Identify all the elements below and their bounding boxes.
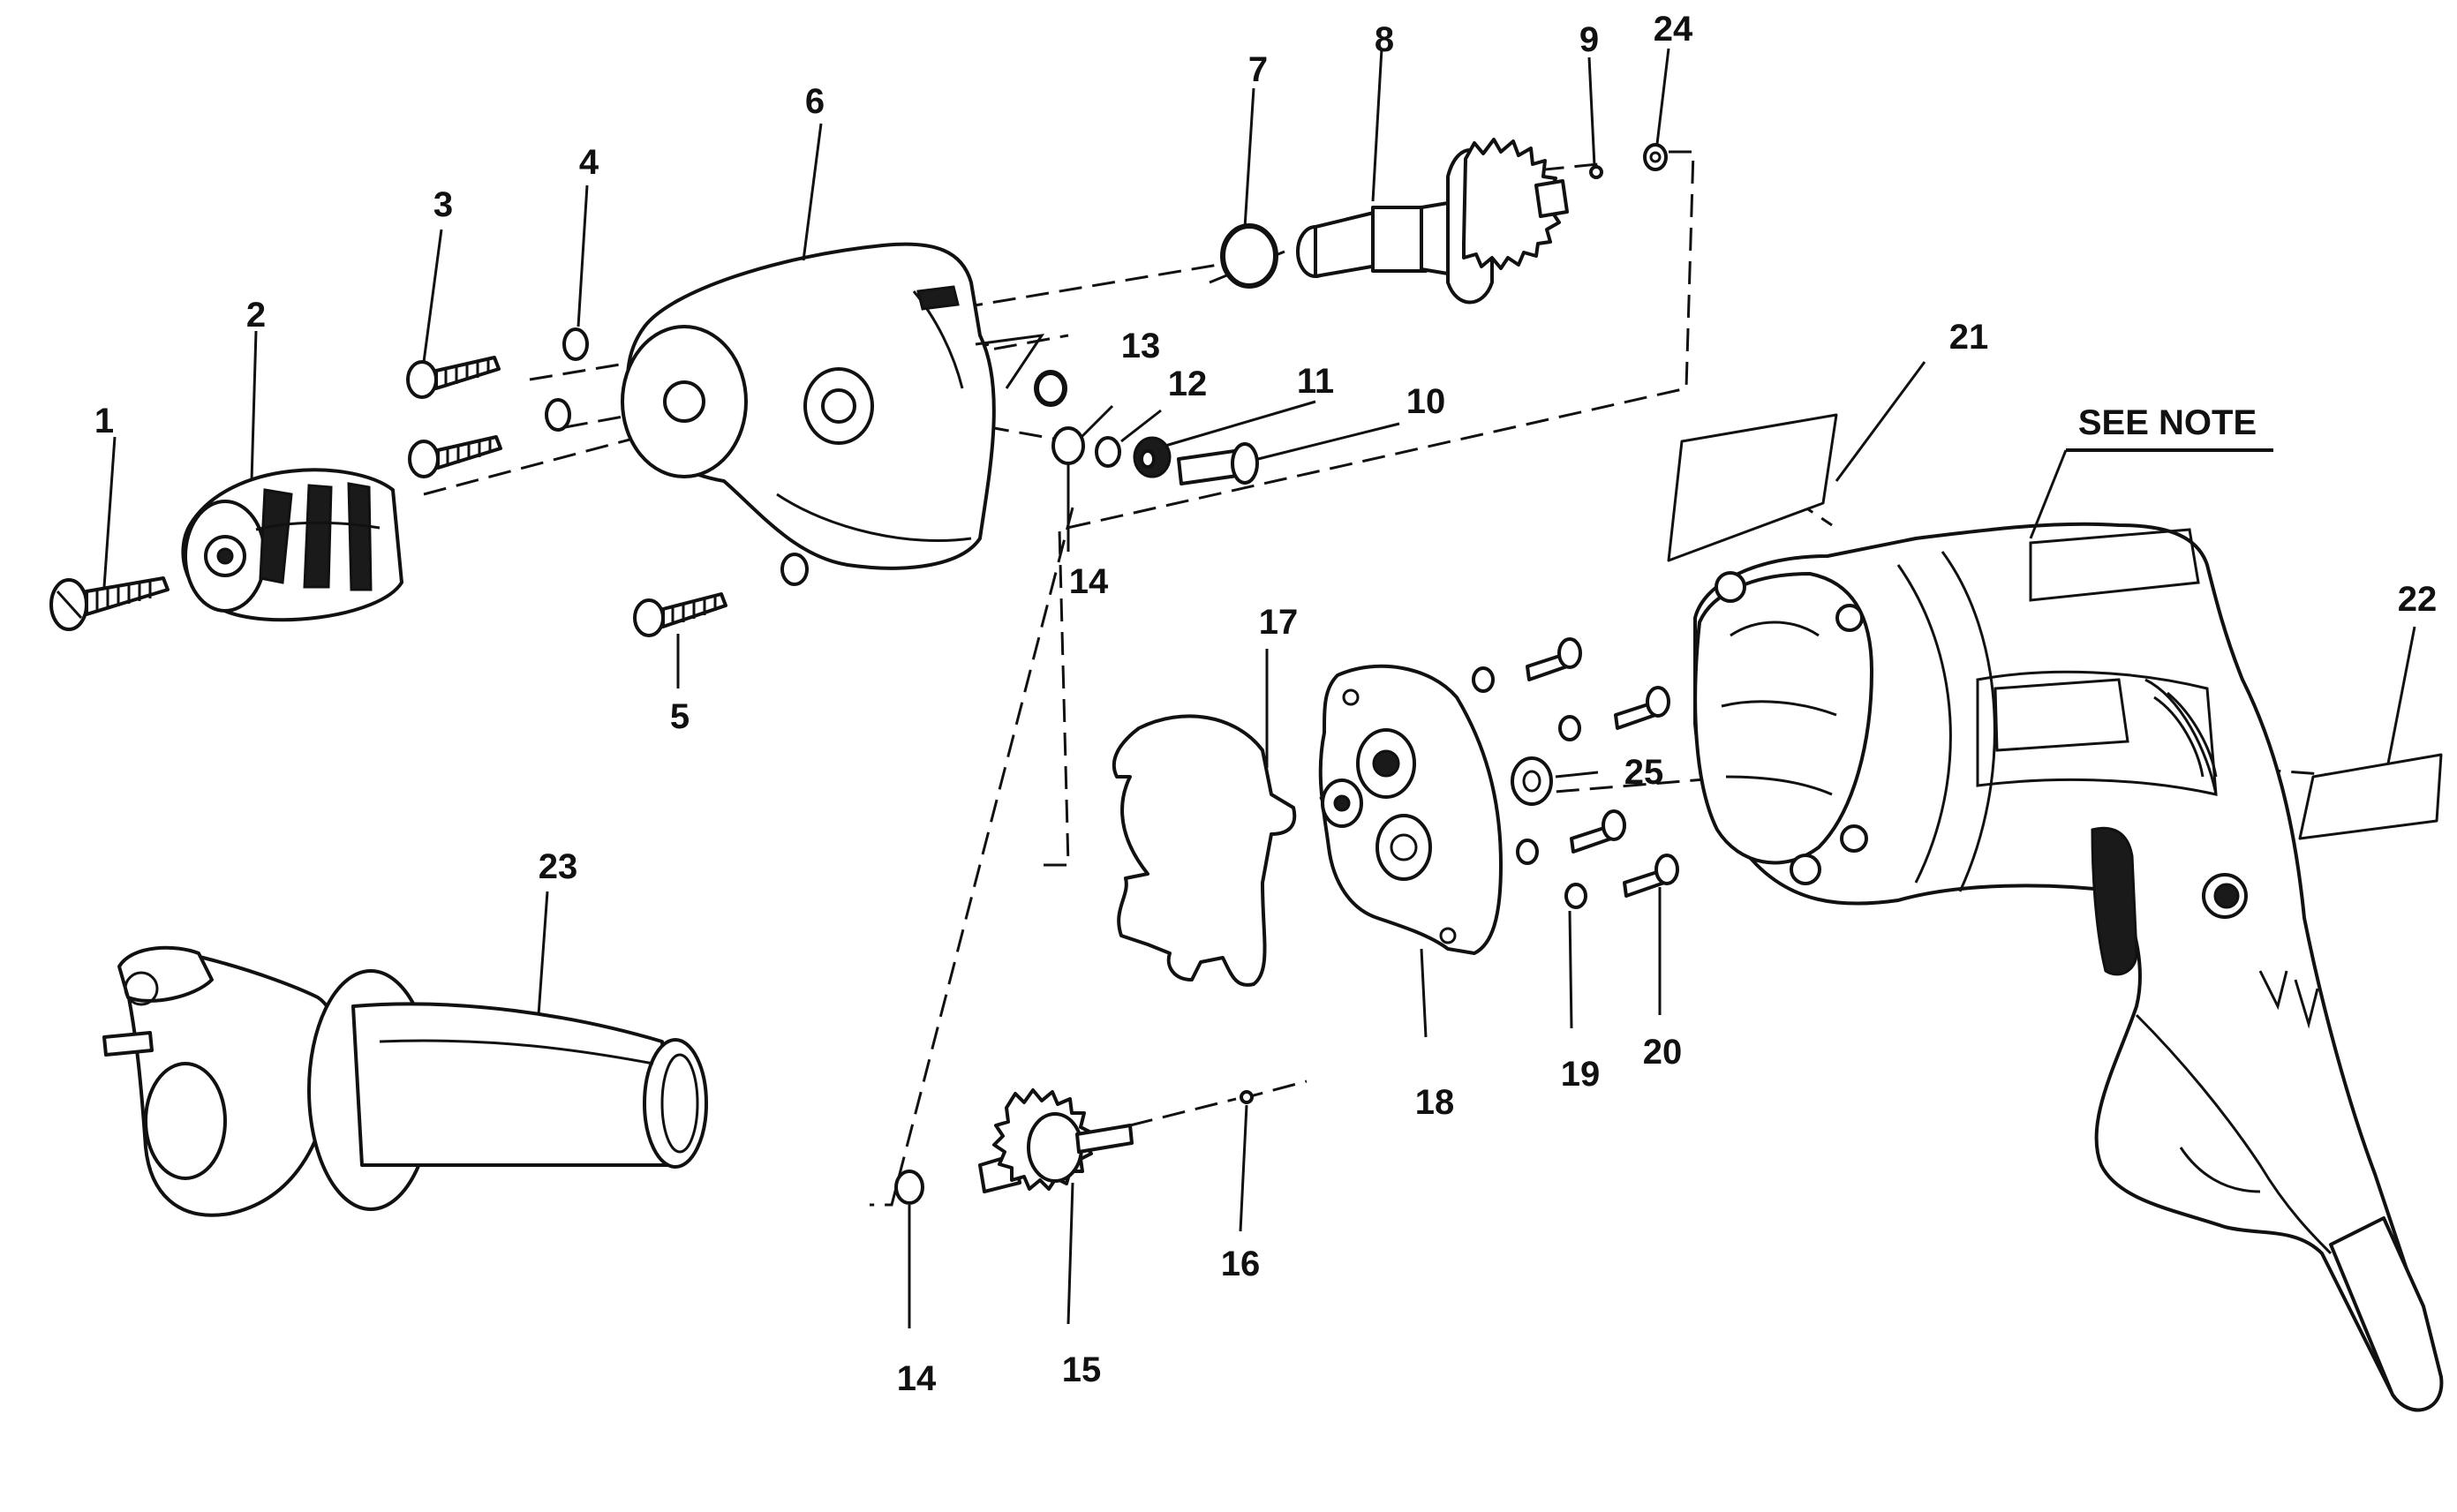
- part-15-gear: [978, 1088, 1134, 1193]
- part-14-washer-top: [1051, 426, 1085, 465]
- part-7-ring: [1220, 223, 1278, 289]
- callout-20: 20: [1643, 1033, 1683, 1072]
- part-12-washer: [1095, 436, 1121, 468]
- drill-body: [1693, 522, 2444, 1412]
- callout-9: 9: [1579, 20, 1599, 59]
- callout-1: 1: [94, 402, 114, 440]
- part-19-washers: [1472, 666, 1587, 909]
- callout-18: 18: [1415, 1083, 1455, 1122]
- part-4-washers: [545, 327, 809, 586]
- callout-8: 8: [1375, 20, 1394, 59]
- callout-5: 5: [670, 697, 690, 736]
- part-14-washer-bottom: [894, 1170, 924, 1205]
- callout-23: 23: [539, 847, 578, 886]
- callout-4: 4: [579, 143, 599, 182]
- part-1-screw: [49, 576, 170, 631]
- part-11-spring: [1133, 436, 1172, 478]
- part-22-label: [2298, 753, 2443, 840]
- callout-12: 12: [1168, 365, 1208, 403]
- see-note-label: SEE NOTE: [2078, 403, 2257, 442]
- leader-lines: [102, 48, 2416, 1328]
- part-21-label: [1667, 413, 1838, 562]
- callout-10: 10: [1406, 382, 1446, 421]
- callout-14-top: 14: [1069, 562, 1109, 601]
- part-13-bearing: [1034, 370, 1067, 407]
- part-10-pin: [1177, 442, 1259, 485]
- callout-13: 13: [1121, 327, 1161, 365]
- part-6-gear-housing: [621, 242, 1045, 570]
- part-5-screw: [633, 592, 727, 637]
- callout-15: 15: [1062, 1350, 1102, 1389]
- callout-17: 17: [1259, 603, 1299, 642]
- part-17-gasket: [1112, 714, 1297, 987]
- callout-25: 25: [1624, 753, 1664, 792]
- callout-2: 2: [246, 296, 266, 335]
- part-24-washer: [1643, 143, 1668, 171]
- callout-21: 21: [1949, 318, 1989, 357]
- callout-6: 6: [805, 82, 825, 121]
- callout-labels: 1 2 3 4 5 6 7 8 9 24 13 12 11 10 14 17 2…: [94, 10, 2437, 1398]
- part-8-spindle: [1296, 138, 1569, 305]
- part-16-ball: [1240, 1090, 1254, 1104]
- part-25-spacer: [1511, 756, 1553, 806]
- callout-11: 11: [1297, 362, 1334, 401]
- callout-14-bottom: 14: [897, 1359, 937, 1398]
- callout-16: 16: [1221, 1245, 1261, 1283]
- part-3-screws: [406, 356, 502, 478]
- callout-7: 7: [1248, 50, 1268, 89]
- callout-19: 19: [1561, 1055, 1601, 1094]
- part-18-bearing-plate: [1318, 664, 1503, 955]
- part-9-ball: [1589, 165, 1603, 179]
- callout-22: 22: [2398, 580, 2438, 619]
- callout-3: 3: [433, 185, 453, 224]
- callout-24: 24: [1654, 10, 1693, 49]
- part-23-side-handle: [102, 945, 708, 1217]
- part-20-screws: [1526, 637, 1679, 898]
- part-2-chuck: [181, 468, 403, 622]
